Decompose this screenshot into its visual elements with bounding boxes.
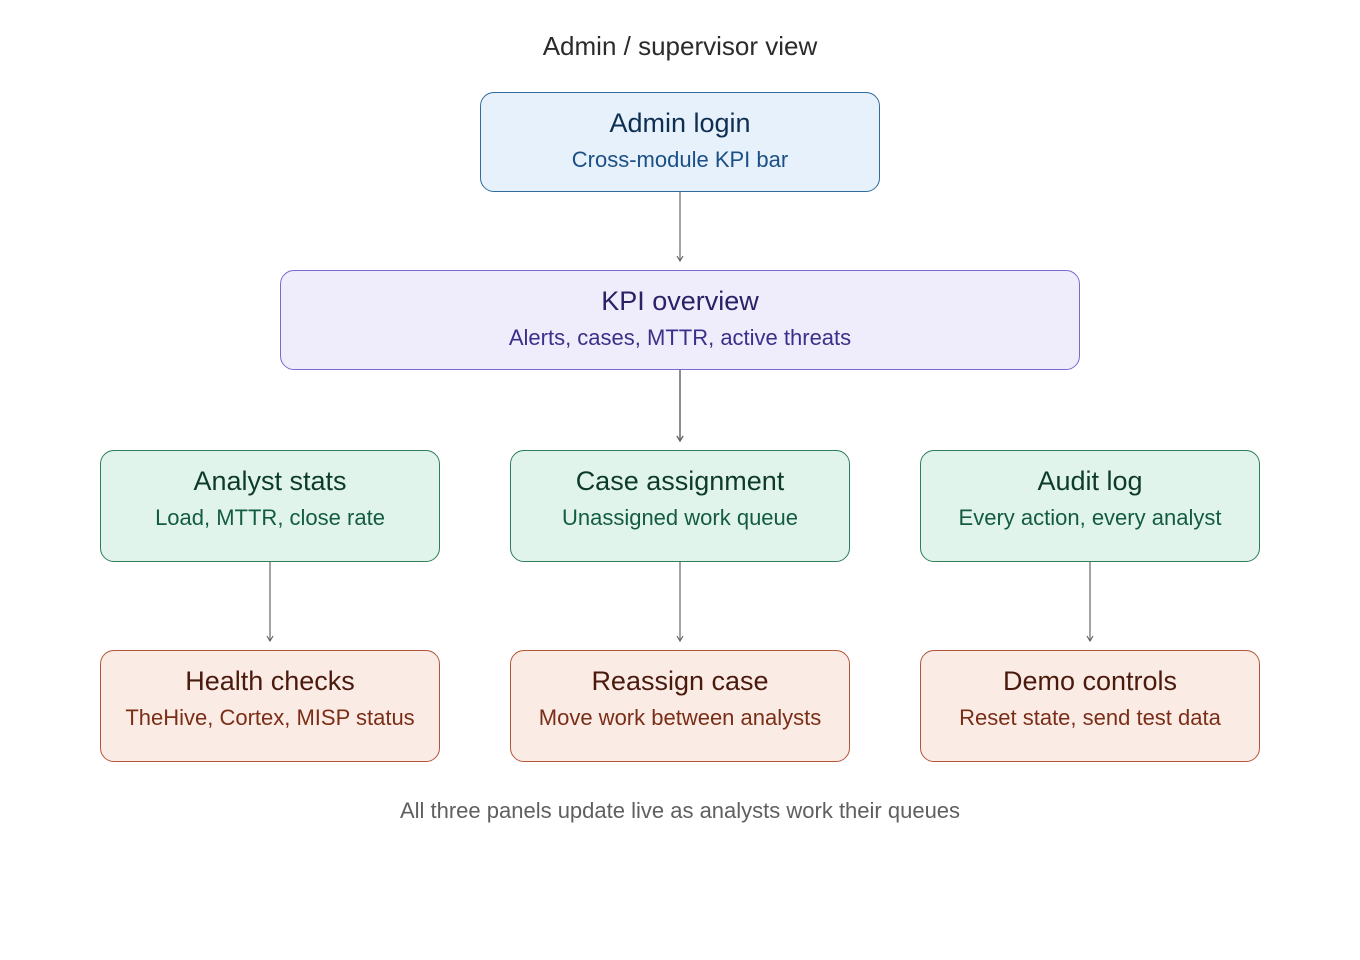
- node-audit-log: Audit log Every action, every analyst: [920, 450, 1260, 562]
- node-title: Health checks: [185, 666, 355, 696]
- node-subtitle: Move work between analysts: [538, 705, 822, 730]
- node-title: Demo controls: [1002, 666, 1178, 696]
- arrowhead-kpi_overview-case_assignment: [676, 435, 684, 443]
- arrowhead-kpi_overview-analyst_stats: [676, 435, 684, 443]
- node-admin-login: Admin login Cross-module KPI bar: [480, 92, 880, 192]
- diagram-title: Admin / supervisor view: [542, 31, 818, 61]
- node-title: Audit log: [1037, 466, 1143, 496]
- arrowhead-audit_log-demo_controls: [1086, 635, 1094, 643]
- node-title: KPI overview: [601, 286, 759, 316]
- arrowhead-analyst_stats-health_checks: [266, 635, 274, 643]
- node-subtitle: Every action, every analyst: [958, 505, 1222, 530]
- node-case-assignment: Case assignment Unassigned work queue: [510, 450, 850, 562]
- node-health-checks: Health checks TheHive, Cortex, MISP stat…: [100, 650, 440, 762]
- node-title: Reassign case: [591, 666, 769, 696]
- diagram-caption: All three panels update live as analysts…: [399, 798, 961, 823]
- arrowhead-kpi_overview-audit_log: [676, 435, 684, 443]
- node-title: Admin login: [609, 108, 751, 138]
- arrowhead-case_assignment-reassign_case: [676, 635, 684, 643]
- node-subtitle: Unassigned work queue: [561, 505, 799, 530]
- arrowhead-admin_login-kpi_overview: [676, 255, 684, 263]
- node-subtitle: Reset state, send test data: [959, 705, 1221, 730]
- node-subtitle: Load, MTTR, close rate: [155, 505, 385, 530]
- node-subtitle: Alerts, cases, MTTR, active threats: [508, 325, 852, 350]
- node-title: Analyst stats: [193, 466, 347, 496]
- node-subtitle: TheHive, Cortex, MISP status: [125, 705, 415, 730]
- node-subtitle: Cross-module KPI bar: [571, 147, 789, 172]
- node-demo-controls: Demo controls Reset state, send test dat…: [920, 650, 1260, 762]
- node-reassign-case: Reassign case Move work between analysts: [510, 650, 850, 762]
- node-analyst-stats: Analyst stats Load, MTTR, close rate: [100, 450, 440, 562]
- node-title: Case assignment: [575, 466, 785, 496]
- node-kpi-overview: KPI overview Alerts, cases, MTTR, active…: [280, 270, 1080, 370]
